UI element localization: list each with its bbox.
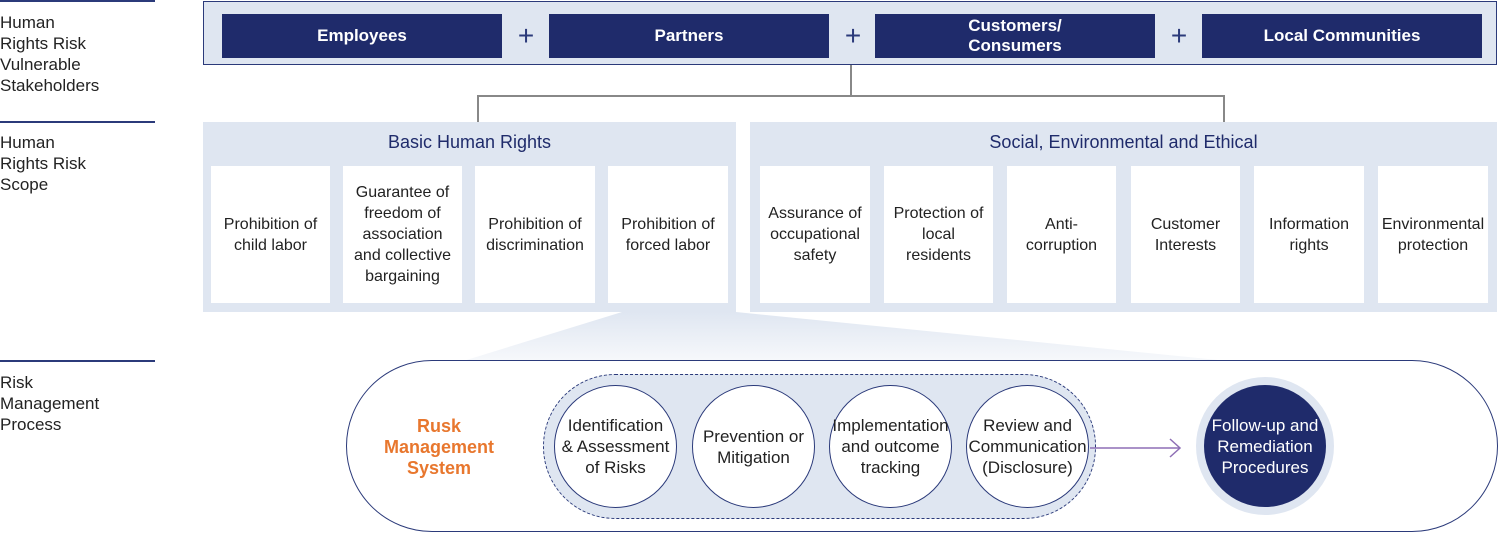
scope-card-information-rights: Information rights	[1254, 166, 1364, 303]
connector-left	[477, 95, 479, 122]
scope-card-anti-corruption: Anti- corruption	[1007, 166, 1116, 303]
section-rule-stakeholders	[0, 0, 155, 2]
step-implementation: Implementation and outcome tracking	[829, 385, 952, 508]
section-rule-scope	[0, 121, 155, 123]
social-title: Social, Environmental and Ethical	[989, 132, 1258, 152]
connector-bar	[477, 95, 1225, 97]
scope-card-local-residents: Protection of local residents	[884, 166, 993, 303]
stakeholder-partners: Partners	[549, 14, 829, 58]
section-rule-process	[0, 360, 155, 362]
social-panel: Social, Environmental and Ethical	[750, 122, 1497, 312]
scope-card-occupational-safety: Assurance of occupational safety	[760, 166, 870, 303]
section-label-scope: Human Rights Risk Scope	[0, 133, 86, 194]
scope-card-child-labor: Prohibition of child labor	[211, 166, 330, 303]
scope-card-environmental: Environmental protection	[1378, 166, 1488, 303]
stakeholders-frame: Employees + Partners + Customers/ Consum…	[203, 1, 1497, 65]
scope-card-customer-interests: Customer Interests	[1131, 166, 1240, 303]
scope-card-forced-labor: Prohibition of forced labor	[608, 166, 728, 303]
connector-trunk	[850, 65, 852, 96]
step-prevention: Prevention or Mitigation	[692, 385, 815, 508]
step-identification: Identification & Assessment of Risks	[554, 385, 677, 508]
plus-icon: +	[517, 20, 535, 51]
connector-right	[1223, 95, 1225, 122]
section-label-process: Risk Management Process	[0, 373, 100, 434]
plus-icon: +	[1170, 20, 1188, 51]
basic-rights-title: Basic Human Rights	[387, 132, 552, 152]
scope-card-freedom-association: Guarantee of freedom of association and …	[343, 166, 462, 303]
stakeholder-local-communities: Local Communities	[1202, 14, 1482, 58]
stakeholder-customers: Customers/ Consumers	[875, 14, 1155, 58]
plus-icon: +	[844, 20, 862, 51]
followup-remediation: Follow-up and Remediation Procedures	[1204, 385, 1326, 507]
scope-card-discrimination: Prohibition of discrimination	[475, 166, 595, 303]
step-review: Review and Communication (Disclosure)	[966, 385, 1089, 508]
risk-management-system-label: Rusk Management System	[383, 416, 495, 478]
arrow-right-icon	[1090, 438, 1182, 458]
stakeholder-employees: Employees	[222, 14, 502, 58]
section-label-stakeholders: Human Rights Risk Vulnerable Stakeholder…	[0, 13, 100, 95]
